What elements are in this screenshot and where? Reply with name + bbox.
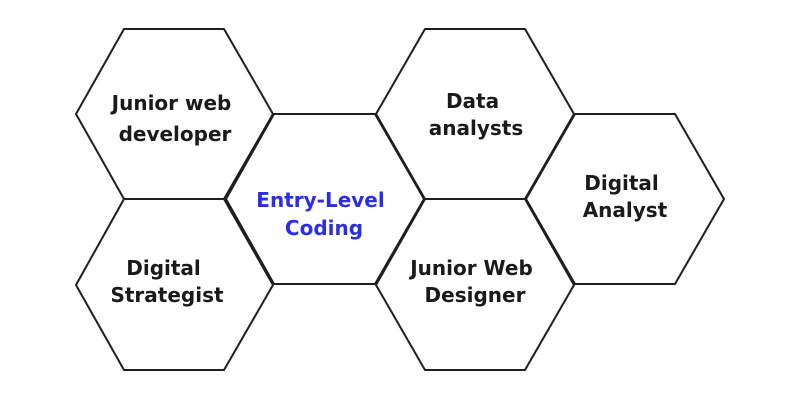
hex-junior-web-designer: Junior Web Designer — [375, 198, 575, 371]
hex-entry-level-coding: Entry-Level Coding — [225, 113, 425, 285]
hex-label-line2: developer — [119, 122, 232, 146]
hex-label: Digital Strategist — [110, 256, 224, 307]
hex-label-line2: Strategist — [110, 283, 224, 307]
hex-label: Junior Web Designer — [408, 256, 540, 307]
hex-label: Data analysts — [429, 89, 524, 140]
hex-digital-strategist: Digital Strategist — [75, 198, 274, 371]
hex-label-line1: Junior web — [110, 91, 232, 115]
hex-label: Junior web developer — [110, 91, 239, 146]
hexagon-shape — [75, 198, 274, 371]
hexagon-shape — [525, 113, 725, 285]
center-label-line1: Entry-Level — [256, 188, 384, 212]
hex-label-line1: Data — [446, 89, 499, 113]
hex-label-line1: Digital — [126, 256, 201, 280]
center-label-line2: Coding — [285, 216, 363, 240]
hex-label-line1: Digital — [584, 171, 659, 195]
hex-label-line2: analysts — [429, 116, 524, 140]
hex-label: Digital Analyst — [583, 171, 668, 222]
hex-data-analysts: Data analysts — [375, 28, 575, 200]
hex-label-line2: Designer — [425, 283, 526, 307]
hex-digital-analyst: Digital Analyst — [525, 113, 725, 285]
hex-label-line1: Junior Web — [408, 256, 533, 280]
center-hex-label: Entry-Level Coding — [256, 188, 391, 240]
hex-label-line2: Analyst — [583, 198, 668, 222]
